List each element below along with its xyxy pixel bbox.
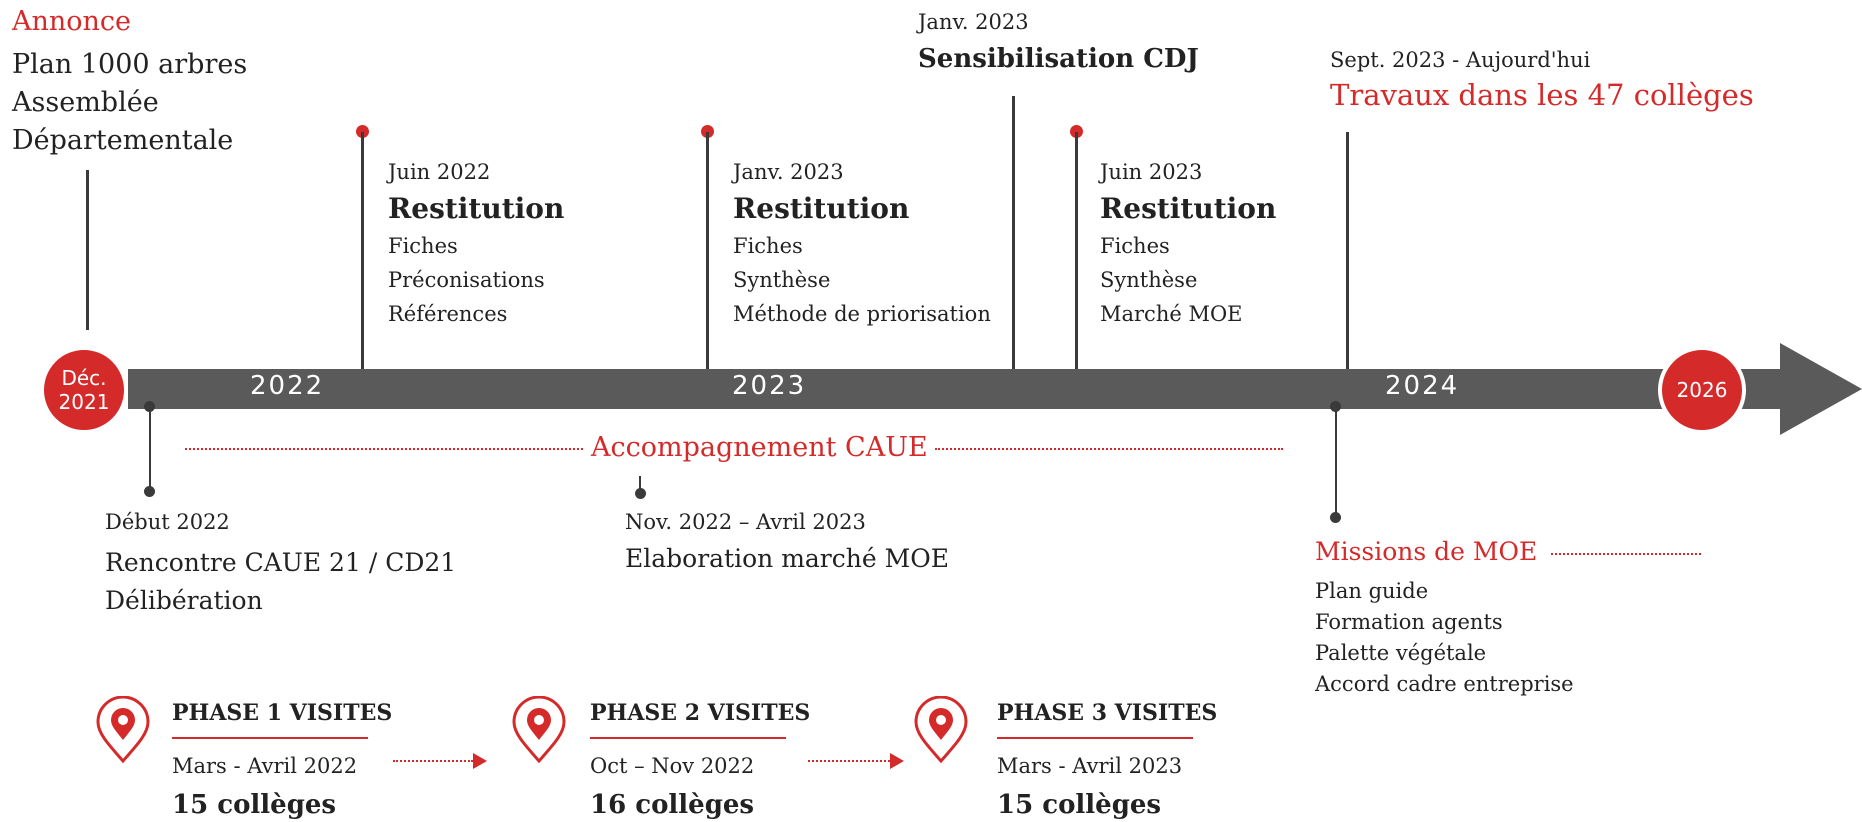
year-label-2024: 2024 (1385, 371, 1460, 401)
year-label-2022: 2022 (250, 371, 325, 401)
event-item: Préconisations (388, 268, 545, 292)
location-pin-icon (96, 696, 150, 764)
travaux-connector (1346, 132, 1349, 369)
event-item: Méthode de priorisation (733, 302, 991, 326)
event-item: Synthèse (733, 268, 831, 292)
missions-title: Missions de MOE (1315, 537, 1538, 566)
end-year: 2026 (1676, 378, 1728, 402)
event-date: Janv. 2023 (733, 160, 844, 184)
cdj-connector (1012, 96, 1015, 369)
event-dot-missions-end (1330, 512, 1341, 523)
event-connector-juin-2023 (1075, 132, 1078, 369)
event-connector-janv-2023 (706, 132, 709, 369)
missions-item: Accord cadre entreprise (1315, 672, 1574, 696)
annonce-text: Plan 1000 arbres Assemblée Départemental… (12, 46, 247, 160)
event-title: Restitution (388, 192, 565, 225)
arrow-right-icon (473, 753, 487, 769)
event-line: Délibération (105, 586, 263, 615)
event-line: Rencontre CAUE 21 / CD21 (105, 548, 457, 577)
event-item: Fiches (388, 234, 458, 258)
event-title: Restitution (733, 192, 910, 225)
event-dot-janv-2023 (701, 125, 714, 138)
start-date-circle: Déc. 2021 (40, 346, 128, 434)
year-label-2023: 2023 (732, 371, 807, 401)
event-item: Références (388, 302, 508, 326)
start-year: 2021 (58, 390, 110, 414)
event-title: Restitution (1100, 192, 1277, 225)
annonce-line-2: Assemblée (12, 87, 159, 118)
phase-title: PHASE 3 VISITES (997, 700, 1218, 726)
phase-title: PHASE 1 VISITES (172, 700, 393, 726)
event-debut-2022: Début 2022 Rencontre CAUE 21 / CD21 Déli… (105, 510, 456, 620)
phase-date: Oct – Nov 2022 (590, 754, 755, 778)
event-lines: Rencontre CAUE 21 / CD21 Délibération (105, 544, 456, 620)
phase-date: Mars - Avril 2022 (172, 754, 358, 778)
event-connector-nov-2022 (639, 476, 641, 490)
accompagnement-line-left (185, 448, 583, 450)
event-item: Fiches (733, 234, 803, 258)
travaux-date: Sept. 2023 - Aujourd'hui (1330, 48, 1591, 72)
phase-title: PHASE 2 VISITES (590, 700, 811, 726)
event-item: Marché MOE (1100, 302, 1243, 326)
phase-count: 16 collèges (590, 790, 755, 820)
event-item: Synthèse (1100, 268, 1198, 292)
event-connector-debut-2022 (149, 406, 151, 490)
annonce-label: Annonce (12, 6, 132, 37)
missions-block: Missions de MOE Plan guide Formation age… (1315, 537, 1702, 700)
phase-underline (590, 737, 786, 739)
travaux-title: Travaux dans les 47 collèges (1330, 78, 1754, 112)
annonce-connector (86, 170, 89, 330)
phase-arrow-line (393, 760, 473, 762)
event-travaux: Sept. 2023 - Aujourd'hui Travaux dans le… (1330, 48, 1754, 112)
missions-item: Formation agents (1315, 610, 1503, 634)
annonce-line-3: Départementale (12, 125, 234, 156)
phase-count: 15 collèges (997, 790, 1162, 820)
location-pin-icon (914, 696, 968, 764)
event-dot-debut-2022-end (144, 486, 155, 497)
event-line: Elaboration marché MOE (625, 544, 949, 573)
phase-underline (172, 737, 368, 739)
phase-arrow-line (808, 760, 890, 762)
accompagnement-label: Accompagnement CAUE (591, 432, 928, 463)
event-date: Début 2022 (105, 510, 230, 534)
cdj-title: Sensibilisation CDJ (918, 44, 1199, 74)
timeline-bar (128, 369, 1788, 409)
event-juin-2023: Juin 2023 Restitution Fiches Synthèse Ma… (1100, 160, 1276, 331)
arrow-right-icon (890, 753, 904, 769)
event-dot-juin-2022 (356, 125, 369, 138)
cdj-date: Janv. 2023 (918, 10, 1029, 34)
event-item: Fiches (1100, 234, 1170, 258)
event-connector-juin-2022 (361, 132, 364, 369)
phase-count: 15 collèges (172, 790, 337, 820)
missions-dotted-line (1551, 552, 1702, 555)
missions-connector (1335, 406, 1337, 516)
event-dot-nov-2022 (635, 488, 646, 499)
end-date-circle: 2026 (1658, 346, 1746, 434)
phase-underline (997, 737, 1193, 739)
timeline-arrowhead (1780, 343, 1862, 435)
event-date: Juin 2022 (388, 160, 491, 184)
event-dot-juin-2023 (1070, 125, 1083, 138)
event-juin-2022: Juin 2022 Restitution Fiches Préconisati… (388, 160, 564, 331)
annonce-line-1: Plan 1000 arbres (12, 49, 248, 80)
start-month: Déc. (61, 366, 107, 390)
location-pin-icon (512, 696, 566, 764)
accompagnement-line-right (935, 448, 1283, 450)
event-cdj: Janv. 2023 Sensibilisation CDJ (918, 10, 1199, 74)
missions-item: Palette végétale (1315, 641, 1487, 665)
event-date: Juin 2023 (1100, 160, 1203, 184)
phase-date: Mars - Avril 2023 (997, 754, 1183, 778)
missions-item: Plan guide (1315, 579, 1429, 603)
event-date: Nov. 2022 – Avril 2023 (625, 510, 866, 534)
event-nov-2022: Nov. 2022 – Avril 2023 Elaboration march… (625, 510, 949, 573)
event-janv-2023: Janv. 2023 Restitution Fiches Synthèse M… (733, 160, 991, 331)
